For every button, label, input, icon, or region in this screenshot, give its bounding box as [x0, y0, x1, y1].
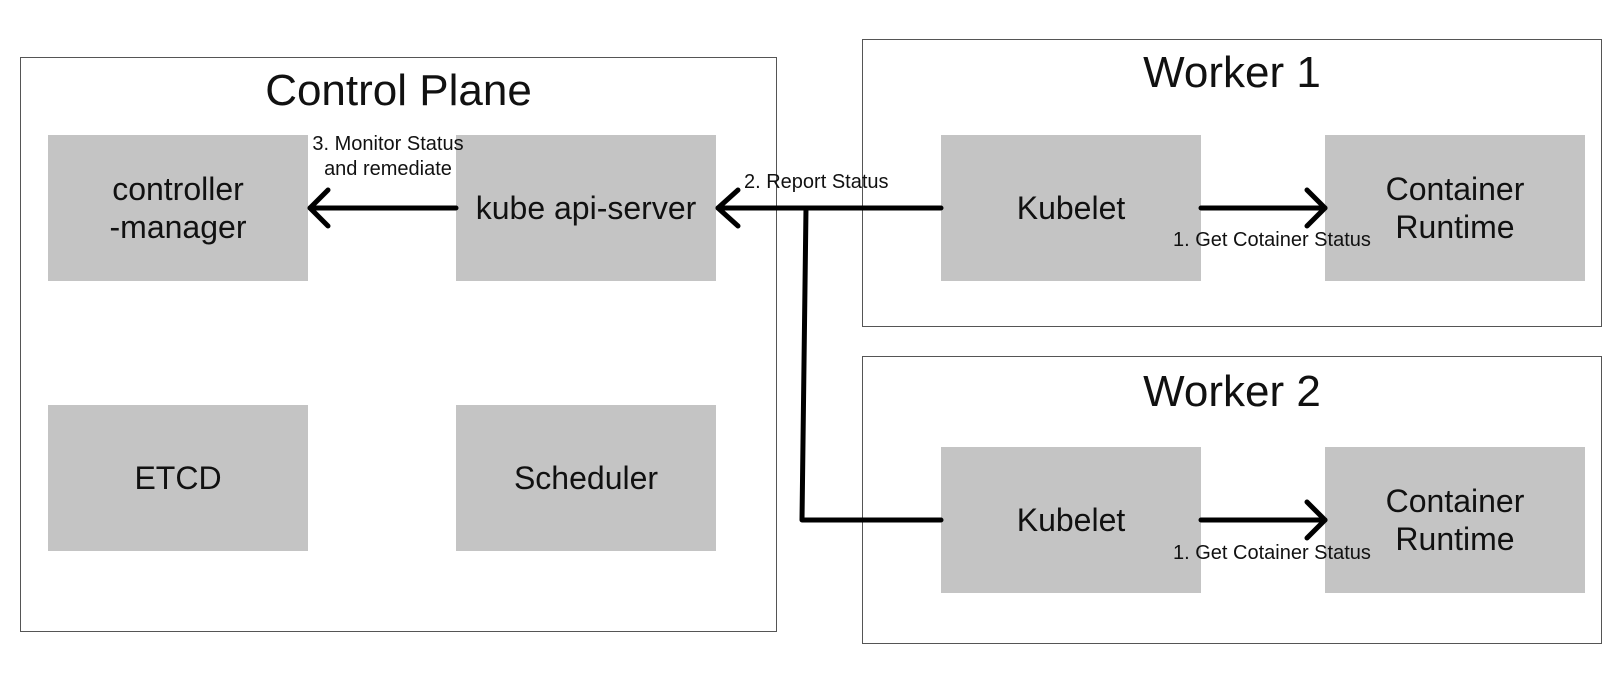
etcd-box: ETCD: [48, 405, 308, 551]
worker1-kubelet-box: Kubelet: [941, 135, 1201, 281]
scheduler-box: Scheduler: [456, 405, 716, 551]
report-status-label: 2. Report Status: [744, 171, 889, 193]
worker2-kubelet-box: Kubelet: [941, 447, 1201, 593]
control-plane-title: Control Plane: [265, 66, 532, 115]
worker2-title: Worker 2: [1143, 367, 1321, 416]
worker1-get-status-label: 1. Get Cotainer Status: [1173, 229, 1371, 251]
controller-manager-box: controller -manager: [48, 135, 308, 281]
worker2-runtime-box: Container Runtime: [1325, 447, 1585, 593]
worker1-title: Worker 1: [1143, 48, 1321, 97]
worker1-runtime-box: Container Runtime: [1325, 135, 1585, 281]
monitor-label: 3. Monitor Status and remediate: [312, 133, 464, 180]
worker2-get-status-label: 1. Get Cotainer Status: [1173, 542, 1371, 564]
api-server-box: kube api-server: [456, 135, 716, 281]
